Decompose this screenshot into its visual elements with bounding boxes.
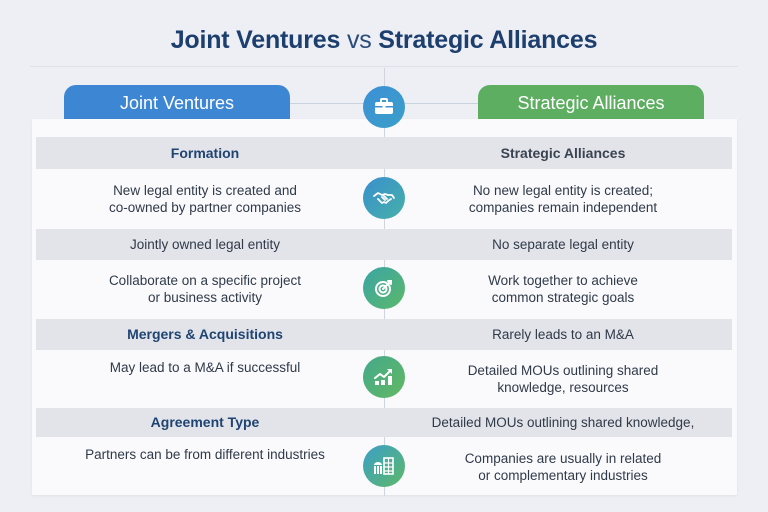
jv-mna-outcome: May lead to a M&A if successful <box>109 360 301 375</box>
jv-collaboration: Collaborate on a specific project or bus… <box>108 273 302 305</box>
sa-mou: Detailed MOUs outlining shared knowledge… <box>467 363 659 395</box>
row-formation: Formation Strategic Alliances <box>36 137 732 169</box>
jv-entity-creation: New legal entity is created and co-owned… <box>108 183 302 215</box>
row-mna-outcome: May lead to a M&A if successful Detailed… <box>36 356 732 402</box>
sa-mna: Rarely leads to an M&A <box>492 327 634 342</box>
page-title: Joint Ventures vs Strategic Alliances <box>0 26 768 55</box>
buildings-icon <box>363 445 405 487</box>
jv-industries: Partners can be from different industrie… <box>85 447 325 462</box>
row-collaboration-scope: Collaborate on a specific project or bus… <box>36 266 732 312</box>
title-vs: vs <box>346 26 372 54</box>
handshake-icon <box>363 177 405 219</box>
sa-entity-creation: No new legal entity is created; companie… <box>468 183 658 215</box>
title-divider <box>30 66 738 67</box>
sa-legal-entity: No separate legal entity <box>492 237 634 252</box>
agreement-type-label: Agreement Type <box>150 414 260 430</box>
sa-collaboration: Work together to achieve common strategi… <box>488 273 638 305</box>
left-connector-line <box>290 103 364 104</box>
row-entity-creation: New legal entity is created and co-owned… <box>36 176 732 222</box>
sa-industries: Companies are usually in related or comp… <box>464 451 662 483</box>
formation-label: Formation <box>170 144 240 161</box>
mergers-acquisitions-label: Mergers & Acquisitions <box>127 326 283 342</box>
strategic-alliances-column-header: Strategic Alliances <box>478 85 704 125</box>
formation-right-label: Strategic Alliances <box>500 144 626 161</box>
row-agreement-type: Agreement Type Detailed MOUs outlining s… <box>36 408 732 437</box>
row-industries: Partners can be from different industrie… <box>36 444 732 490</box>
growth-chart-icon <box>363 356 405 398</box>
title-strategic-alliances: Strategic Alliances <box>378 26 598 54</box>
right-connector-line <box>405 103 478 104</box>
row-legal-entity: Jointly owned legal entity No separate l… <box>36 229 732 260</box>
title-joint-ventures: Joint Ventures <box>170 26 341 54</box>
row-mergers-acquisitions: Mergers & Acquisitions Rarely leads to a… <box>36 319 732 350</box>
briefcase-icon <box>363 86 405 128</box>
target-icon <box>363 267 405 309</box>
sa-agreement: Detailed MOUs outlining shared knowledge… <box>431 415 695 430</box>
joint-ventures-column-header: Joint Ventures <box>64 85 290 125</box>
jv-legal-entity: Jointly owned legal entity <box>129 237 281 252</box>
